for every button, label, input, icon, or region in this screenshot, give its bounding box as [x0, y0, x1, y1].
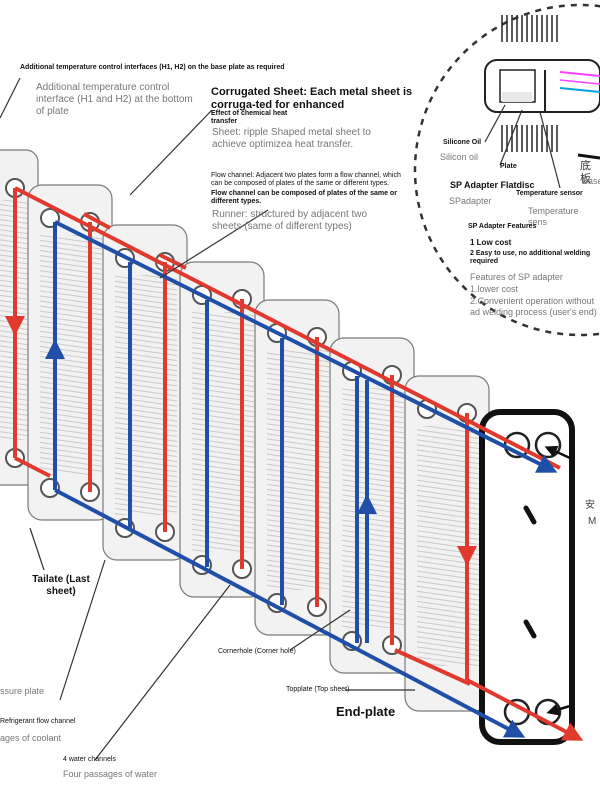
black-arrow-top — [544, 445, 571, 460]
feature-2: 2 Easy to use, no additional welding req… — [470, 250, 591, 266]
chinese-an: 安 — [585, 500, 595, 511]
corrugated-gray: Sheet: ripple Shaped metal sheet to achi… — [212, 127, 371, 150]
sp-features-title: SP Adapter Features — [468, 223, 537, 230]
silicone-oil-gray: Silicon oil — [440, 152, 479, 162]
features-gray-1: 1.lower cost — [470, 284, 519, 294]
temperature-sensor-gray: Temperature sens — [528, 206, 579, 227]
top-note-gray: Additional temperature control interface… — [36, 82, 193, 117]
chinese-m: M — [588, 516, 597, 527]
cornerhole-label: Cornerhole (Corner hole) — [218, 648, 296, 655]
sp-adapter-gray: SPadapter — [449, 196, 492, 206]
flow-channel-1: Flow channel: Adjacent two plates form a… — [211, 172, 401, 188]
temperature-sensor-label: Temperature sensor — [516, 190, 583, 197]
features-gray-title: Features of SP adapter — [470, 272, 563, 282]
water-channels-label: 4 water channels — [63, 756, 116, 763]
topplate-label: Topplate (Top sheet) — [286, 686, 350, 693]
red-flow-paths — [5, 186, 584, 741]
silicone-oil-label: Silicone Oil — [443, 139, 482, 146]
water-gray: Four passages of water — [63, 769, 158, 779]
end-plate-label: End-plate — [336, 704, 396, 719]
plate-label: Plate — [500, 163, 517, 170]
plate-4 — [179, 261, 265, 598]
refrigerant-channel-label: Refrigerant flow channel — [0, 718, 76, 725]
feature-1: 1 Low cost — [470, 238, 512, 247]
sp-adapter-flatdisc: SP Adapter Flatdisc — [450, 180, 535, 190]
end-plate-frame — [479, 409, 575, 745]
plate-5 — [254, 299, 340, 636]
flow-channel-2: Flow channel can be composed of plates o… — [211, 190, 397, 206]
pressure-plate-gray: ssure plate — [0, 686, 45, 696]
plate-3 — [102, 224, 188, 561]
top-note: Additional temperature control interface… — [20, 64, 285, 71]
corrugated-title: Corrugated Sheet: Each metal sheet is co… — [211, 86, 413, 111]
leader-lines — [0, 77, 561, 761]
chinese-base: 底板 — [580, 160, 591, 186]
features-gray-2: 2.Convenient operation without ad weldin… — [470, 296, 597, 317]
blue-flow-paths — [45, 220, 558, 738]
corrugated-sub: Effect of chemical heat transfer — [211, 110, 288, 126]
coolant-gray: ages of coolant — [0, 733, 62, 743]
runner-gray: Runner: structured by adjacent two sheet… — [212, 209, 368, 232]
black-arrow-bottom — [546, 703, 571, 716]
base-gray: Base — [582, 176, 600, 186]
tailate-label: Tailate (Last sheet) — [32, 574, 90, 597]
circle-detail-icon — [413, 3, 600, 337]
